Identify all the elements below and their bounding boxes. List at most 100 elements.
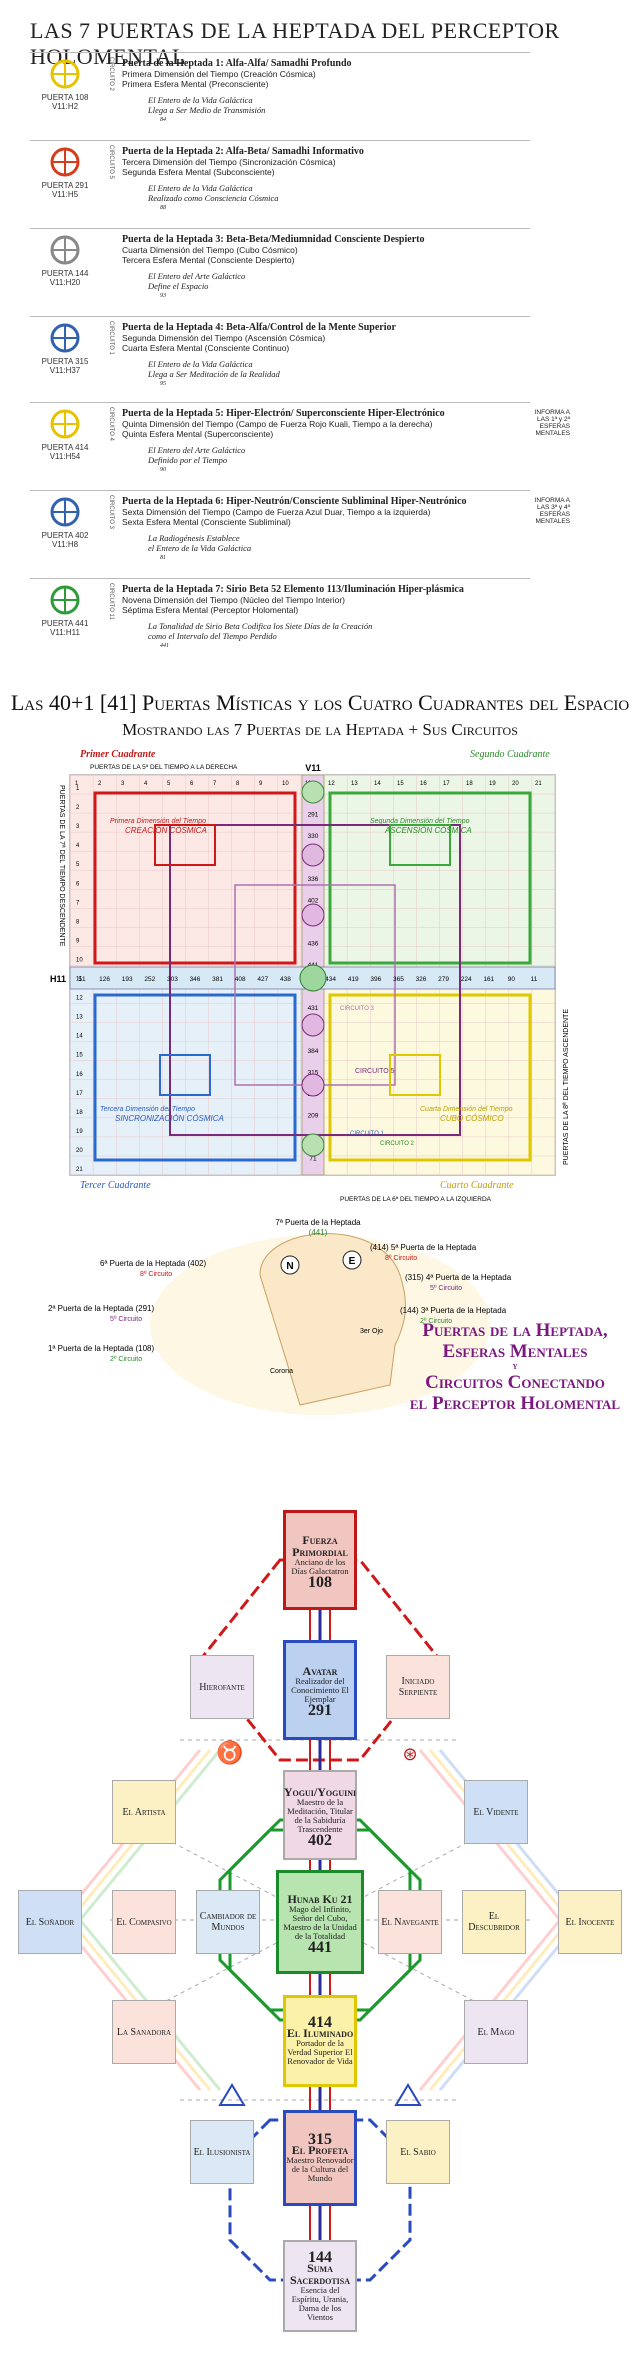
node-el-ilusionista: El Ilusionista	[190, 2120, 254, 2184]
gate-puerta: PUERTA 144	[41, 269, 89, 278]
gate-glyph-icon	[50, 323, 80, 353]
circuit2-label: CIRCUITO 2	[380, 1141, 415, 1147]
side-axis-tick: 6	[76, 881, 80, 887]
center-row-value: 346	[190, 976, 201, 983]
gate-title: Puerta de la Heptada 7: Sirio Beta 52 El…	[122, 584, 464, 595]
head-diagram-caption: Puertas de la Heptada, Esferas Mentales …	[390, 1320, 640, 1414]
gate-puerta: PUERTA 441	[41, 619, 89, 628]
avatar-subtitle: Realizador del Conocimiento El Ejemplar	[291, 1676, 349, 1704]
side-axis-tick: 3	[76, 824, 80, 830]
top-axis-tick: 20	[512, 781, 519, 787]
node-avatar: Avatar Realizador del Conocimiento El Ej…	[283, 1640, 357, 1740]
hunab-title: Hunab Ku 21	[287, 1891, 353, 1906]
center-row-value: 161	[483, 976, 494, 983]
gate-dimension: Sexta Dimensión del Tiempo (Campo de Fue…	[122, 507, 431, 517]
gate-code: V11:H8	[51, 540, 79, 549]
node-el-profeta: 315 El Profeta Maestro Renovador de la C…	[283, 2110, 357, 2206]
gate-title: Puerta de la Heptada 2: Alfa-Beta/ Samad…	[122, 146, 364, 157]
quadrant3-label: Tercer Cuadrante	[80, 1180, 151, 1191]
top-axis-tick: 8	[236, 781, 240, 787]
side-axis-tick: 18	[76, 1110, 83, 1116]
gate-note2: Define el Espacio	[148, 281, 209, 291]
profeta-number: 315	[308, 2131, 332, 2148]
gate-sphere: Quinta Esfera Mental (Superconsciente)	[122, 429, 274, 439]
gate-puerta: PUERTA 291	[41, 181, 89, 190]
e-symbol-icon	[342, 1250, 362, 1270]
q3-text2: SINCRONIZACIÓN CÓSMICA	[115, 1114, 224, 1123]
q1-text1: Primera Dimensión del Tiempo	[110, 818, 206, 825]
crown-label: Corona	[270, 1368, 293, 1375]
node-el-vidente: El Vidente	[464, 1780, 528, 1844]
top-axis-tick: 18	[466, 781, 473, 787]
caption-line5: el Perceptor Holomental	[409, 1393, 621, 1414]
gate2-circuit: 5º Circuito	[110, 1316, 142, 1323]
gate4-circuit: 5º Circuito	[430, 1285, 462, 1292]
side-axis-tick: 15	[76, 1053, 83, 1059]
circuit5-label: CIRCUITO 5	[355, 1068, 395, 1075]
triangle-icon	[218, 2083, 246, 2106]
center-row-value: 224	[461, 976, 472, 983]
gate-code: V11:H11	[50, 628, 80, 637]
center-row-value: 51	[78, 976, 86, 983]
center-column-value: 436	[308, 941, 319, 948]
gate-sphere: Cuarta Esfera Mental (Consciente Continu…	[122, 343, 290, 353]
quadrant4-fill	[318, 983, 555, 1175]
q1-text2: CREACIÓN CÓSMICA	[125, 826, 207, 835]
gate7-number: (441)	[309, 1228, 328, 1237]
yogui-title: Yogui/Yoguini	[283, 1784, 357, 1799]
gate-glyph-icon	[50, 235, 80, 265]
gate-note1: El Entero del Arte Galáctico	[148, 271, 246, 281]
center-row-value: 438	[280, 976, 291, 983]
gate-note2: como el Intervalo del Tiempo Perdido	[148, 631, 277, 641]
third-eye-label: 3er Ojo	[360, 1328, 383, 1335]
gate-dimension: Segunda Dimensión del Tiempo (Ascensión …	[122, 333, 326, 343]
node-la-sanadora: La Sanadora	[112, 2000, 176, 2064]
gate-title: Puerta de la Heptada 1: Alfa-Alfa/ Samad…	[122, 58, 352, 69]
center-column-value: 384	[308, 1048, 319, 1055]
top-axis-tick: 14	[374, 781, 381, 787]
node-el-sonador: El Soñador	[18, 1890, 82, 1954]
gate-sphere: Segunda Esfera Mental (Subconsciente)	[122, 167, 275, 177]
gate7-label: 7ª Puerta de la Heptada	[275, 1218, 361, 1227]
gate-code: V11:H2	[51, 102, 79, 111]
gate3-label: (144) 3ª Puerta de la Heptada	[400, 1306, 507, 1315]
gate-note1: El Entero de la Vida Galáctica	[148, 95, 253, 105]
center-column-value: 71	[309, 1156, 317, 1163]
center-row-value: 252	[144, 976, 155, 983]
quadrant3-fill	[70, 983, 310, 1175]
triangle-icon-2	[394, 2083, 422, 2106]
gate-num: 95	[160, 381, 166, 387]
quadrant4-label: Cuarto Cuadrante	[440, 1180, 514, 1191]
quadrant3-outline	[93, 993, 297, 1162]
heptad-291-marker	[301, 843, 325, 867]
center-row-value: 434	[325, 976, 336, 983]
center-row-numbers: 5112619325230334638140842743844143441939…	[78, 976, 537, 983]
circuit3-label: CIRCUITO 3	[340, 1006, 375, 1012]
side-axis-tick: 14	[76, 1034, 83, 1040]
node-suma-sacerdotisa: 144 Suma Sacerdotisa Esencia del Espírit…	[283, 2240, 357, 2332]
center-row-value: 126	[99, 976, 110, 983]
heptad-108-marker	[301, 780, 325, 804]
top-axis-tick: 16	[420, 781, 427, 787]
gate-dimension: Quinta Dimensión del Tiempo (Campo de Fu…	[122, 419, 433, 429]
gate1-circuit: 2º Circuito	[110, 1356, 142, 1363]
gate-glyph-icon	[50, 147, 80, 177]
node-el-compasivo: El Compasivo	[112, 1890, 176, 1954]
heptad-gates-section: LAS 7 PUERTAS DE LA HEPTADA DEL PERCEPTO…	[0, 0, 640, 680]
side-axis-tick: 17	[76, 1091, 83, 1097]
h11-label: H11	[50, 974, 66, 984]
top-axis-tick: 12	[328, 781, 335, 787]
quadrant1-label: Primer Cuadrante	[80, 749, 156, 760]
quadrant2-outline	[328, 791, 532, 965]
gate3-circuit: 2º Circuito	[420, 1318, 452, 1325]
q4-text2: CUBO CÓSMICO	[440, 1114, 504, 1123]
top-axis-tick: 6	[190, 781, 194, 787]
